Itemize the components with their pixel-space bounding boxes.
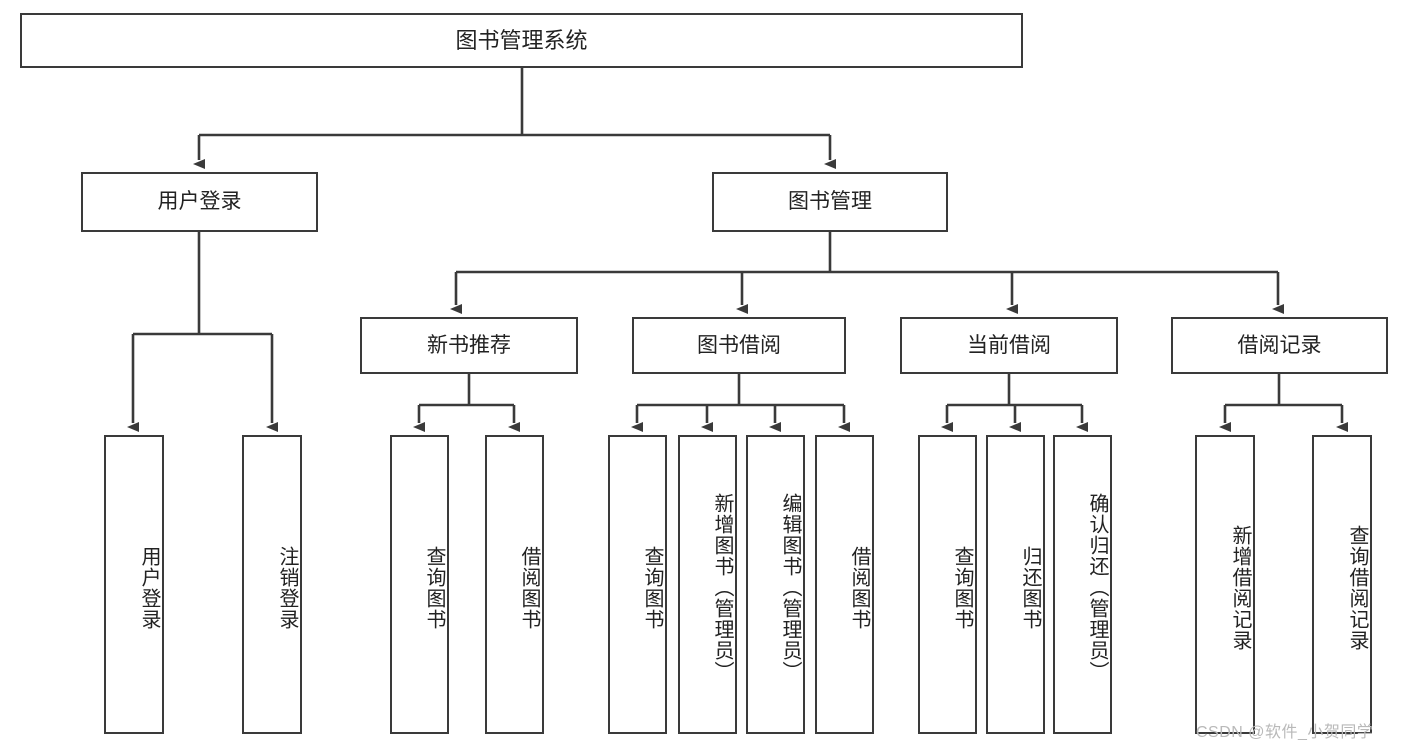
leaf-label: 查询图书 bbox=[423, 545, 445, 630]
node-current-borrow[interactable]: 当前借阅 bbox=[900, 317, 1118, 374]
node-leaf-query-borrow-record[interactable]: 查询借阅记录 bbox=[1312, 435, 1372, 734]
node-leaf-edit-book-admin[interactable]: 编辑图书（管理员） bbox=[746, 435, 805, 734]
leaf-label: 查询借阅记录 bbox=[1346, 524, 1368, 651]
leaf-label: 借阅图书 bbox=[518, 545, 540, 630]
node-book-borrow[interactable]: 图书借阅 bbox=[632, 317, 846, 374]
node-leaf-confirm-return-admin[interactable]: 确认归还（管理员） bbox=[1053, 435, 1112, 734]
leaf-label: 查询图书 bbox=[951, 545, 973, 630]
node-leaf-query-book-2[interactable]: 查询图书 bbox=[608, 435, 667, 734]
node-leaf-return-book[interactable]: 归还图书 bbox=[986, 435, 1045, 734]
node-leaf-add-book-admin[interactable]: 新增图书（管理员） bbox=[678, 435, 737, 734]
leaf-label: 注销登录 bbox=[276, 545, 298, 630]
node-leaf-query-book-3[interactable]: 查询图书 bbox=[918, 435, 977, 734]
node-book-management[interactable]: 图书管理 bbox=[712, 172, 948, 232]
leaf-label: 确认归还（管理员） bbox=[1086, 493, 1108, 682]
node-leaf-user-login[interactable]: 用户登录 bbox=[104, 435, 164, 734]
leaf-label: 归还图书 bbox=[1019, 545, 1041, 630]
leaf-label: 借阅图书 bbox=[848, 545, 870, 630]
node-user-login[interactable]: 用户登录 bbox=[81, 172, 318, 232]
node-leaf-query-book-1[interactable]: 查询图书 bbox=[390, 435, 449, 734]
node-borrow-record[interactable]: 借阅记录 bbox=[1171, 317, 1388, 374]
node-new-book-recommend[interactable]: 新书推荐 bbox=[360, 317, 578, 374]
leaf-label: 新增图书（管理员） bbox=[711, 493, 733, 682]
leaf-label: 新增借阅记录 bbox=[1229, 524, 1251, 651]
csdn-watermark: CSDN @软件_小贺同学 bbox=[1196, 724, 1374, 741]
leaf-label: 用户登录 bbox=[138, 545, 160, 630]
node-leaf-add-borrow-record[interactable]: 新增借阅记录 bbox=[1195, 435, 1255, 734]
node-leaf-logout-login[interactable]: 注销登录 bbox=[242, 435, 302, 734]
node-leaf-borrow-book-2[interactable]: 借阅图书 bbox=[815, 435, 874, 734]
node-leaf-borrow-book-1[interactable]: 借阅图书 bbox=[485, 435, 544, 734]
node-root-system[interactable]: 图书管理系统 bbox=[20, 13, 1023, 68]
leaf-label: 编辑图书（管理员） bbox=[779, 493, 801, 682]
leaf-label: 查询图书 bbox=[641, 545, 663, 630]
